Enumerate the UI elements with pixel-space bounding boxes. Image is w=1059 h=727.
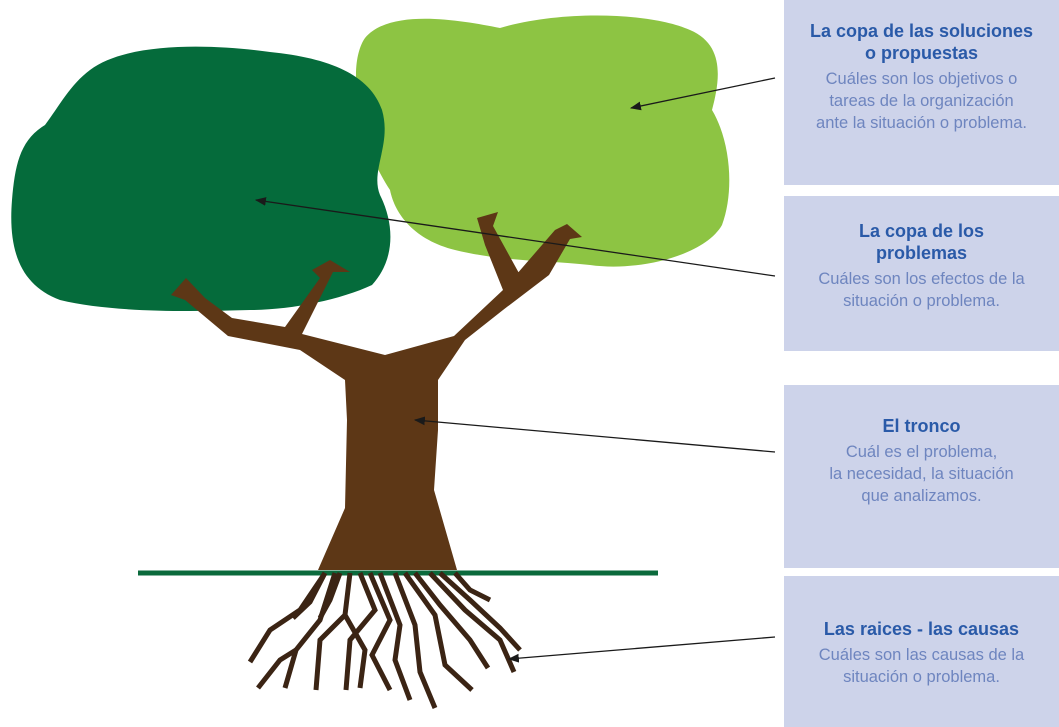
arrow-to-problems-canopy — [254, 197, 776, 277]
trunk-title: El tronco — [882, 416, 961, 436]
problems-canopy-description: Cuáles son los efectos de la situación o… — [818, 270, 1025, 310]
solutions-canopy — [355, 15, 730, 267]
trunk-description: Cuál es el problema, la necesidad, la si… — [829, 443, 1014, 505]
problems-canopy-title: La copa de los problemas — [858, 221, 985, 263]
solutions-canopy-card: La copa de las soluciones o propuestas C… — [784, 0, 1059, 185]
arrow-to-solutions-canopy — [629, 77, 776, 111]
roots-description: Cuáles son las causas de la situación o … — [818, 646, 1025, 686]
solutions-canopy-description: Cuáles son los objetivos o tareas de la … — [816, 70, 1027, 132]
roots-title: Las raices - las causas — [823, 619, 1020, 639]
trunk — [171, 212, 582, 570]
pointer-arrows — [254, 77, 776, 663]
arrow-to-roots — [507, 636, 776, 663]
arrow-to-trunk — [413, 416, 776, 453]
problems-canopy — [11, 46, 391, 311]
trunk-card: El tronco Cuál es el problema, la necesi… — [784, 385, 1059, 568]
solutions-canopy-title: La copa de las soluciones o propuestas — [809, 21, 1034, 63]
problems-canopy-card: La copa de los problemas Cuáles son los … — [784, 196, 1059, 351]
roots-card: Las raices - las causas Cuáles son las c… — [784, 576, 1059, 727]
roots — [247, 571, 522, 709]
